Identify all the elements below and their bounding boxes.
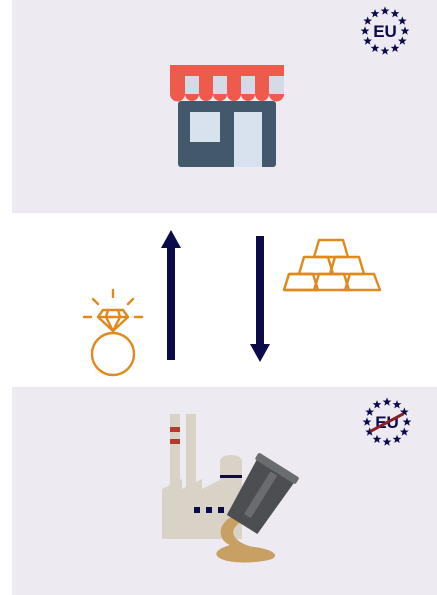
eu-star-icon xyxy=(373,435,382,443)
shop-icon xyxy=(164,65,290,169)
top-panel: EU xyxy=(12,0,437,213)
eu-star-icon xyxy=(393,435,402,443)
eu-star-icon xyxy=(371,9,380,17)
eu-badge-bottom: EU xyxy=(362,397,412,447)
eu-star-icon xyxy=(383,437,392,445)
eu-star-icon xyxy=(393,400,402,408)
arrow-down-icon xyxy=(250,236,270,364)
smelter-factory-icon xyxy=(162,409,312,569)
eu-star-icon xyxy=(381,6,390,14)
eu-star-icon xyxy=(373,400,382,408)
eu-star-icon xyxy=(391,44,400,52)
ring-icon xyxy=(82,290,144,378)
eu-label-top: EU xyxy=(360,22,410,42)
gold-bars-icon xyxy=(280,236,384,294)
arrow-up-icon xyxy=(161,230,181,362)
eu-star-icon xyxy=(371,44,380,52)
bottom-panel: EU xyxy=(12,387,437,595)
eu-badge-top: EU xyxy=(360,6,410,56)
eu-star-icon xyxy=(383,397,392,405)
eu-star-icon xyxy=(391,9,400,17)
eu-star-icon xyxy=(381,46,390,54)
